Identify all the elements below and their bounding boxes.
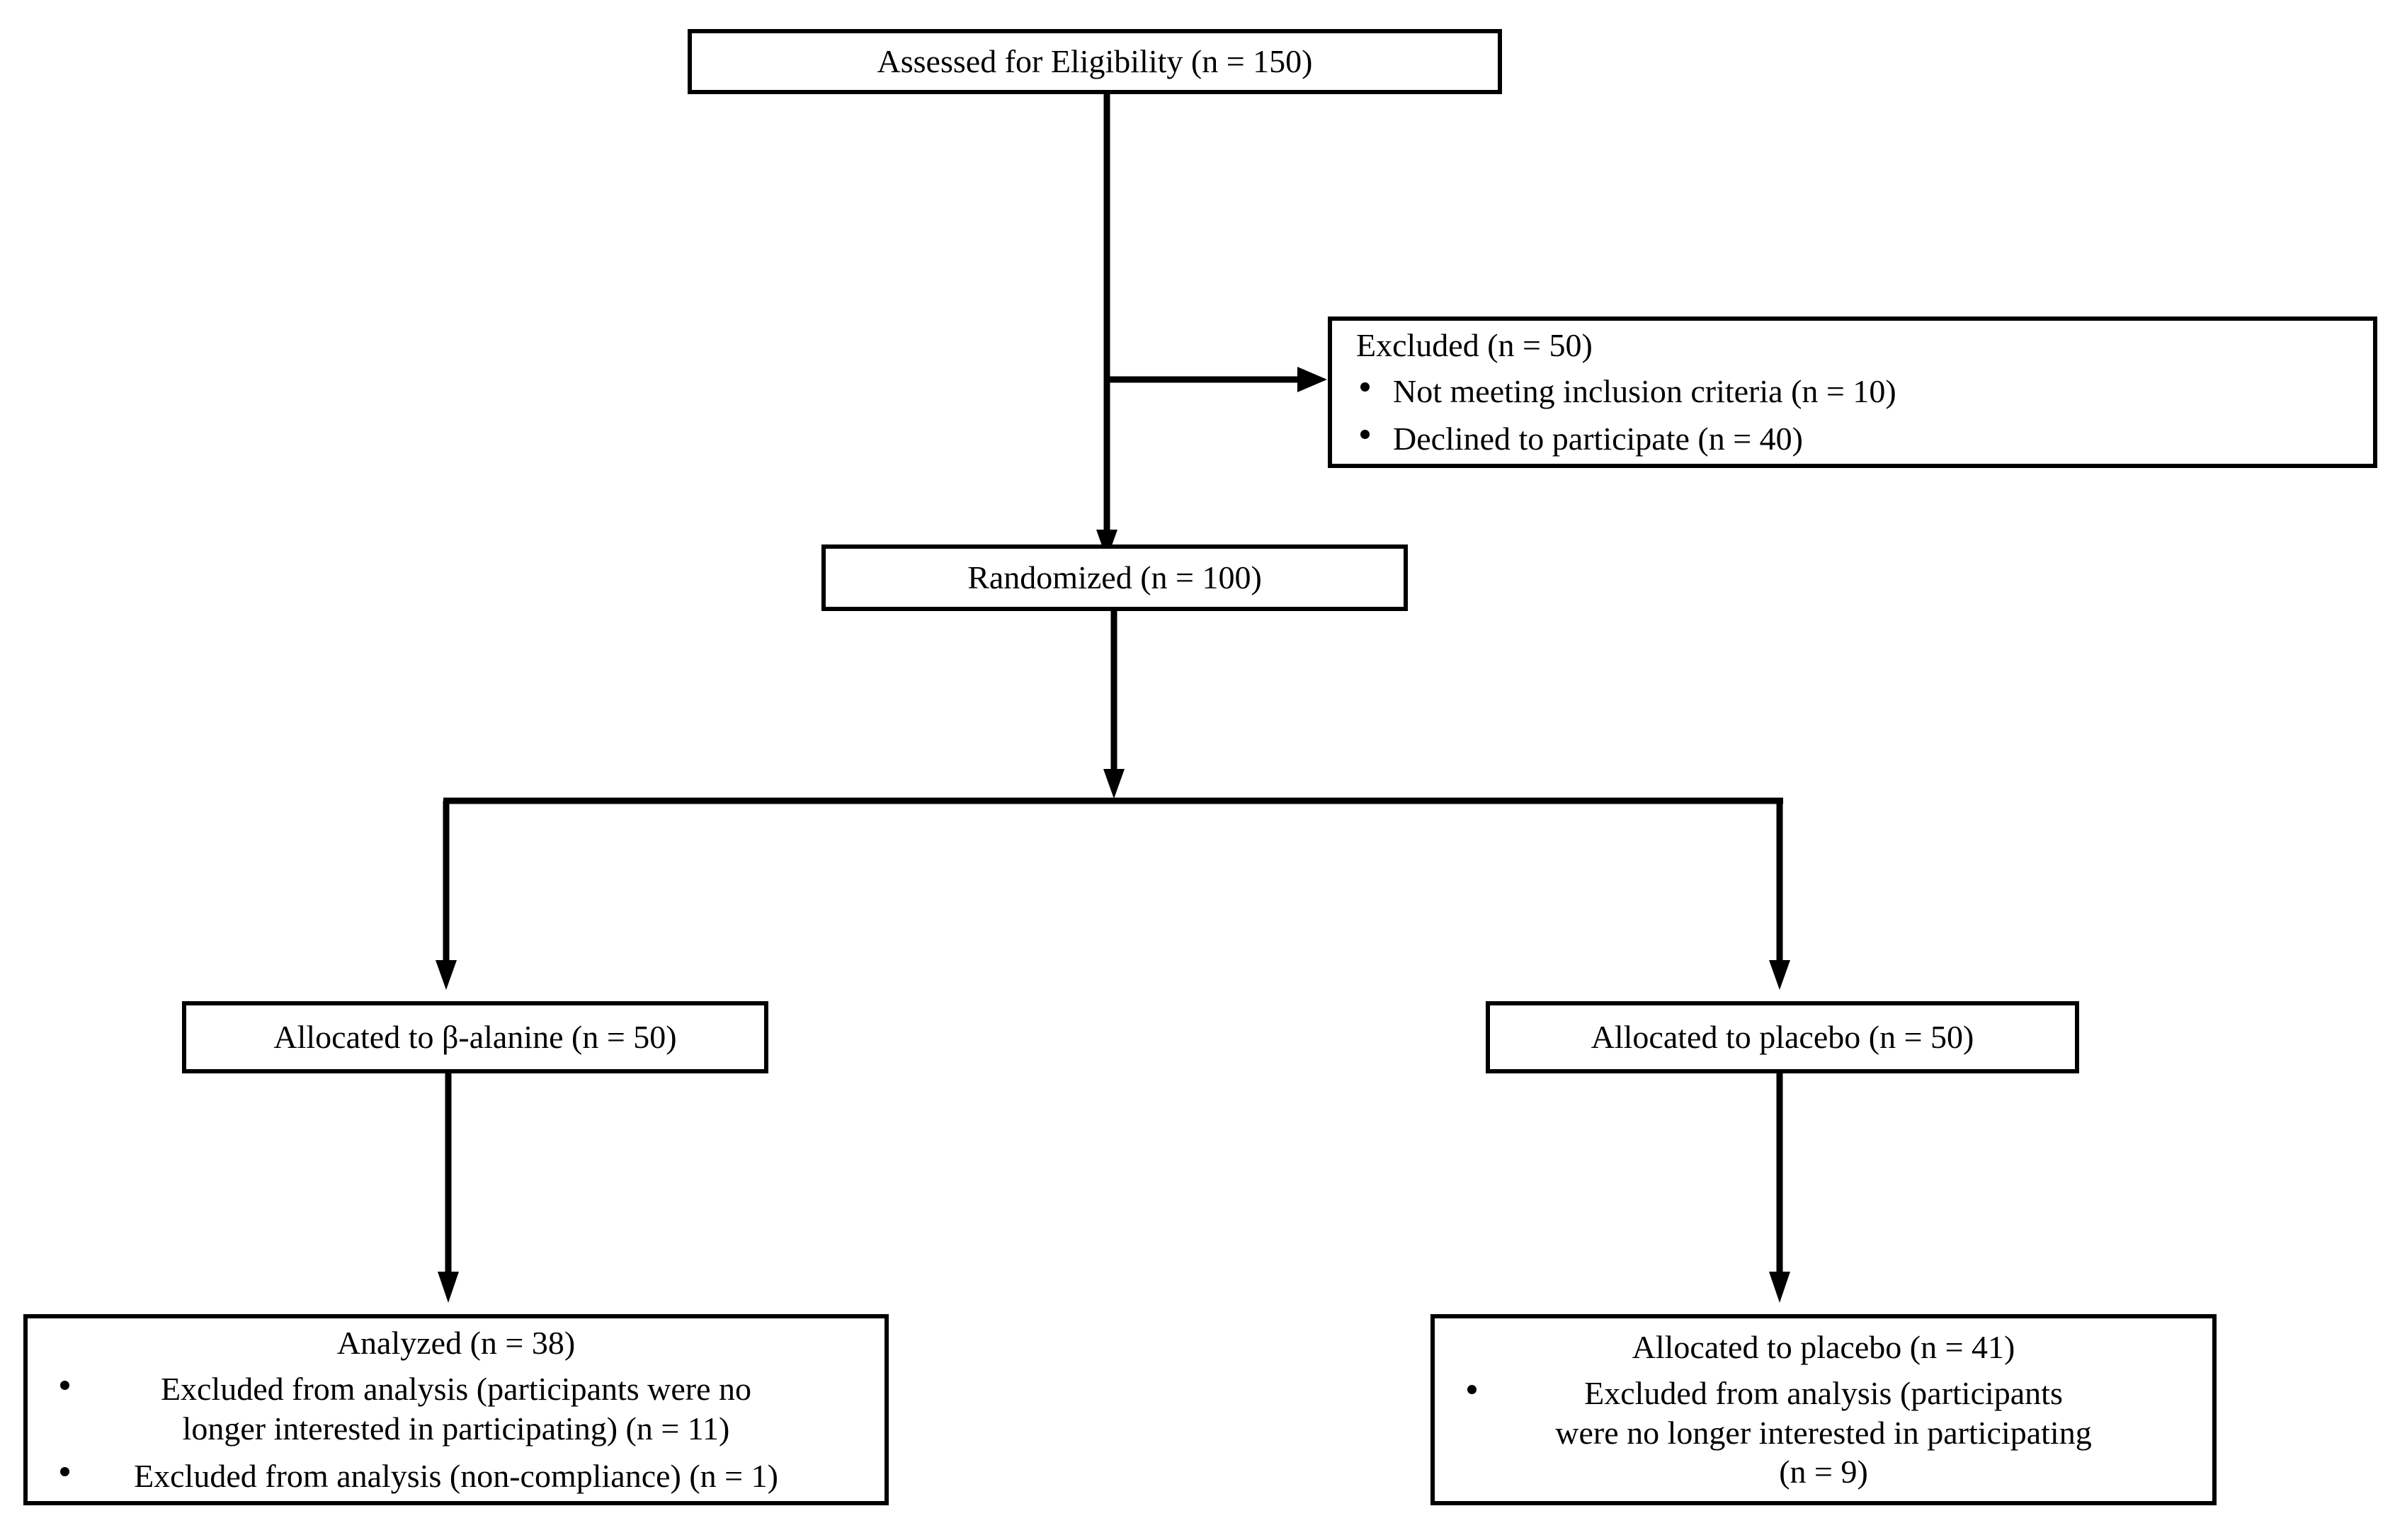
node-analyzed-beta-alanine: Analyzed (n = 38) Excluded from analysis…	[23, 1314, 889, 1505]
node-analyzed-placebo-label: Allocated to placebo (n = 41)	[1632, 1329, 2015, 1366]
node-allocated-placebo: Allocated to placebo (n = 50)	[1486, 1001, 2079, 1073]
bullet-dot-icon	[1467, 1384, 1477, 1394]
node-analyzed-placebo: Allocated to placebo (n = 41) Excluded f…	[1430, 1314, 2217, 1505]
node-excluded-label: Excluded (n = 50)	[1356, 326, 1593, 363]
bullet-text-line-1: Excluded from analysis (non-compliance) …	[134, 1457, 778, 1494]
node-excluded: Excluded (n = 50) Not meeting inclusion …	[1328, 316, 2377, 468]
bullet-dot-icon	[1360, 382, 1370, 392]
bullet-text-line-2: were no longer interested in participati…	[1555, 1414, 2092, 1451]
list-item: Excluded from analysis (participants wer…	[28, 1369, 884, 1447]
bullet-dot-icon	[60, 1380, 69, 1390]
node-assessed-for-eligibility: Assessed for Eligibility (n = 150)	[688, 29, 1502, 94]
node-randomized: Randomized (n = 100)	[821, 544, 1408, 611]
node-analyzed-bullet-list: Excluded from analysis (participants wer…	[28, 1362, 884, 1495]
bullet-text-line-1: Excluded from analysis (participants wer…	[160, 1371, 752, 1408]
bullet-dot-icon	[1360, 430, 1370, 440]
edge-assessed-to-excluded	[1107, 367, 1327, 392]
node-analyzed-label: Analyzed (n = 38)	[336, 1325, 576, 1362]
list-item: Not meeting inclusion criteria (n = 10)	[1332, 372, 2373, 411]
node-allocated-beta-alanine: Allocated to β-alanine (n = 50)	[182, 1001, 768, 1073]
edge-alloc-left-to-analyzed-left	[438, 1073, 459, 1303]
node-allocated-placebo-label: Allocated to placebo (n = 50)	[1591, 1018, 1974, 1055]
node-analyzed-placebo-bullet-list: Excluded from analysis (participants wer…	[1435, 1367, 2212, 1491]
node-randomized-label: Randomized (n = 100)	[967, 559, 1262, 595]
list-item: Declined to participate (n = 40)	[1332, 419, 2373, 458]
edge-alloc-right-to-analyzed-right	[1769, 1073, 1790, 1303]
bullet-text: Not meeting inclusion criteria (n = 10)	[1393, 372, 1896, 409]
bullet-text: Declined to participate (n = 40)	[1393, 421, 1803, 457]
bullet-text-line-3: (n = 9)	[1779, 1453, 1868, 1490]
bullet-text-line-2: longer interested in participating) (n =…	[182, 1410, 730, 1447]
node-allocated-beta-alanine-label: Allocated to β-alanine (n = 50)	[273, 1018, 677, 1055]
node-excluded-bullet-list: Not meeting inclusion criteria (n = 10) …	[1332, 365, 2373, 458]
edge-randomized-split	[436, 611, 1790, 990]
list-item: Excluded from analysis (participants wer…	[1435, 1374, 2212, 1491]
edge-assessed-to-randomized	[1096, 94, 1117, 559]
bullet-dot-icon	[60, 1466, 69, 1476]
node-assessed-label: Assessed for Eligibility (n = 150)	[877, 42, 1313, 79]
list-item: Excluded from analysis (non-compliance) …	[28, 1456, 884, 1495]
bullet-text-line-1: Excluded from analysis (participants	[1584, 1375, 2063, 1412]
